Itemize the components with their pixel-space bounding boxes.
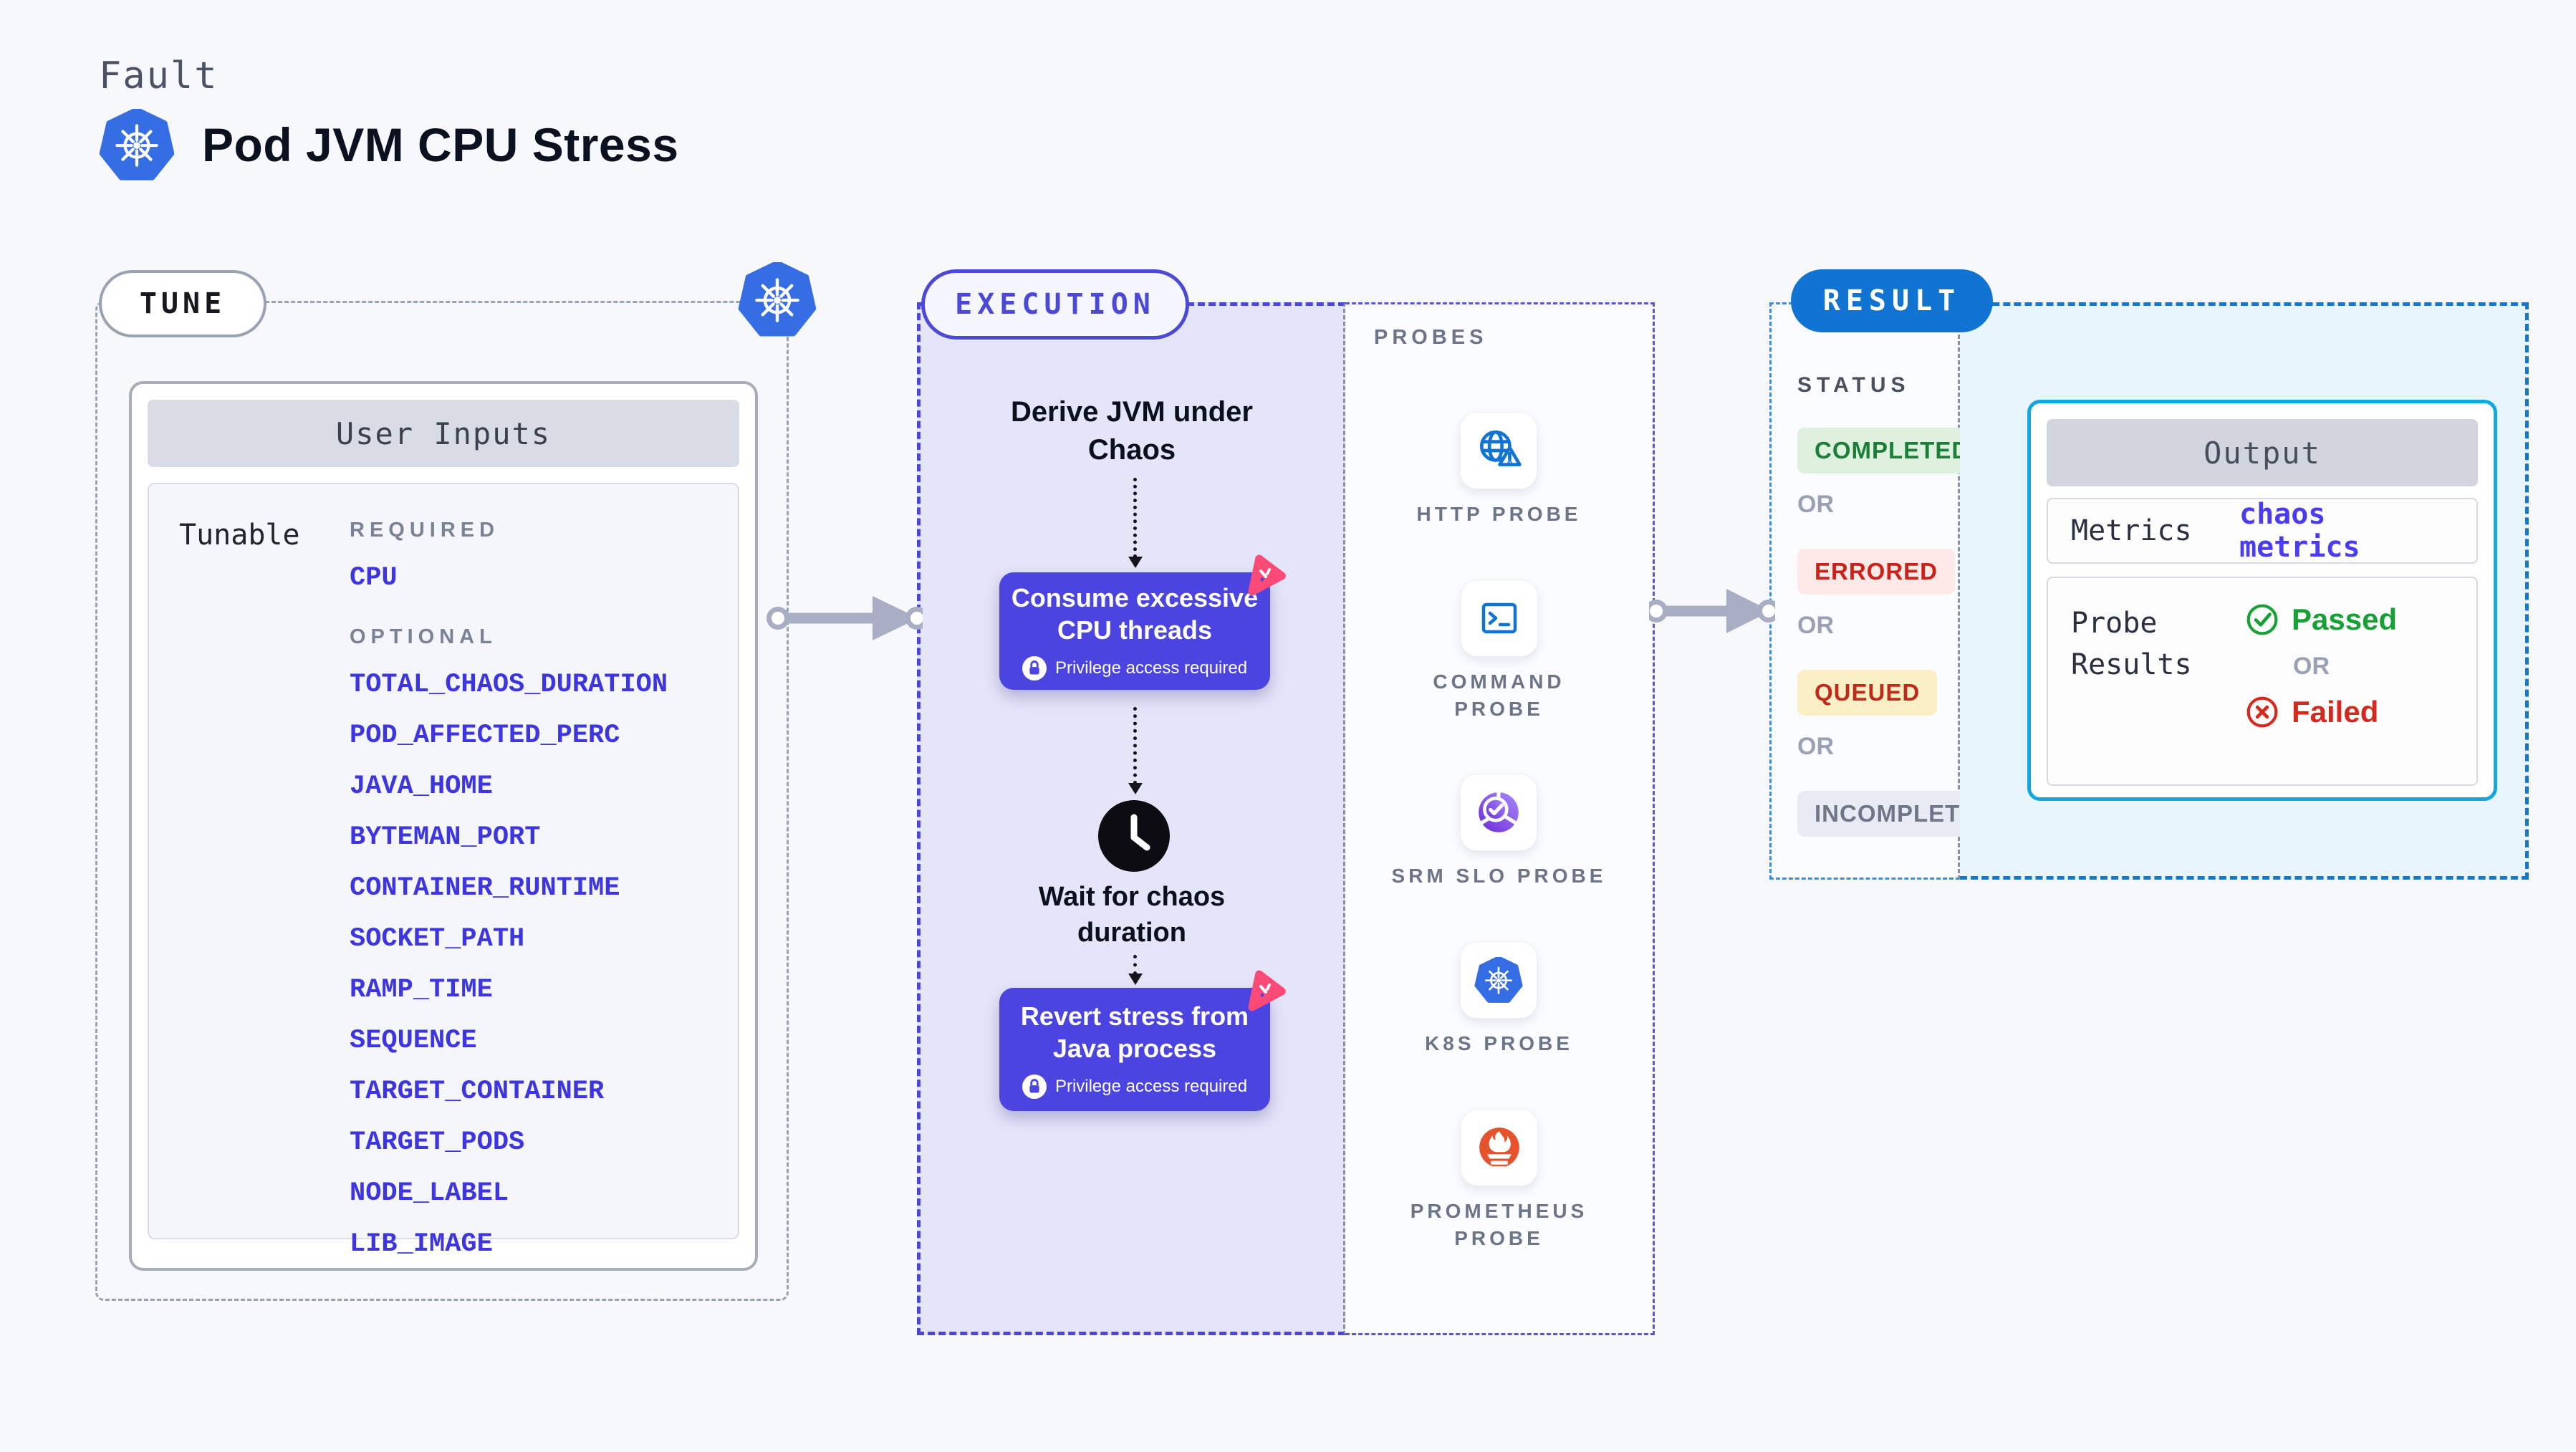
probe-name: K8S PROBE (1425, 1032, 1573, 1055)
probe-name: PROMETHEUS PROBE (1410, 1199, 1588, 1249)
probe-card (1460, 941, 1538, 1019)
input-variable: RAMP_TIME (350, 975, 493, 1005)
probe-failed-row: Failed (2246, 695, 2397, 729)
probe-passed-row: Passed (2246, 602, 2397, 637)
flow-arrow-down (1128, 478, 1143, 568)
probe-results-label: Probe Results (2071, 607, 2192, 681)
probe-item: PROMETHEUS PROBE (1392, 1108, 1607, 1252)
output-title: Output (2047, 419, 2478, 486)
metrics-value: chaos metrics (2239, 498, 2360, 564)
input-variable: TARGET_CONTAINER (350, 1077, 605, 1107)
input-variable: CONTAINER_RUNTIME (350, 873, 620, 903)
tune-pill: TUNE (99, 270, 266, 337)
execution-pill: EXECUTION (921, 269, 1189, 340)
tunable-label: Tunable (179, 519, 300, 552)
check-circle-icon (2246, 604, 2278, 635)
input-variable: LIB_IMAGE (350, 1229, 493, 1259)
step-wait-duration: Wait for chaos duration (1038, 882, 1226, 948)
probe-item: COMMAND PROBE (1392, 579, 1607, 723)
probe-card (1460, 579, 1538, 657)
page-title: Pod JVM CPU Stress (202, 118, 679, 171)
required-label: REQUIRED (350, 519, 500, 542)
privilege-note-label: Privilege access required (1054, 658, 1248, 678)
probes-label: PROBES (1374, 326, 1488, 349)
probe-item: SRM SLO PROBE (1392, 774, 1607, 890)
privilege-note-label: Privilege access required (1054, 1077, 1248, 1096)
or-label: OR (1797, 733, 1834, 760)
input-variable: SOCKET_PATH (350, 924, 525, 954)
metrics-label: Metrics (2071, 514, 2192, 547)
step-consume-cpu-node: Consume excessive CPU threads Privilege … (999, 554, 1286, 690)
passed-label: Passed (2292, 602, 2398, 636)
probe-results-row: Probe Results Passed OR Failed (2047, 577, 2478, 786)
srm-slo-probe-icon (1479, 792, 1519, 833)
prometheus-probe-icon (1479, 1128, 1519, 1170)
probe-name: HTTP PROBE (1416, 503, 1582, 525)
execution-section: Derive JVM under Chaos Consume excessive… (917, 302, 1345, 1335)
probe-results-values: Passed OR Failed (2246, 602, 2397, 729)
flow-arrow-down (1128, 707, 1143, 794)
probe-card (1460, 1108, 1538, 1186)
user-inputs-card: User Inputs Tunable REQUIRED CPU OPTIONA… (129, 381, 758, 1271)
command-probe-icon (1481, 602, 1517, 634)
step-revert-node: Revert stress from Java process Privileg… (999, 970, 1286, 1111)
status-badge-queued: QUEUED (1797, 670, 1938, 716)
http-probe-icon (1480, 430, 1522, 466)
input-variable: NODE_LABEL (350, 1178, 509, 1208)
flow-arrow-down (1128, 955, 1143, 985)
output-card: Output Metrics chaos metrics Probe Resul… (2027, 400, 2497, 801)
input-variable: BYTEMAN_PORT (350, 822, 541, 852)
input-variable: TOTAL_CHAOS_DURATION (350, 670, 668, 700)
chaos-icon (1248, 970, 1286, 1011)
step-derive-jvm: Derive JVM under Chaos (1011, 396, 1253, 466)
kubernetes-icon (738, 262, 817, 337)
clock-icon (1098, 800, 1170, 872)
status-label: STATUS (1797, 373, 1911, 397)
optional-label: OPTIONAL (350, 625, 497, 648)
input-variable: TARGET_PODS (350, 1128, 525, 1158)
probe-list: HTTP PROBE COMMAND PROBE (1345, 412, 1653, 1252)
status-badge-errored: ERRORED (1797, 549, 1956, 595)
result-status-panel: STATUS COMPLETED OR ERRORED OR QUEUED OR… (1769, 302, 2012, 880)
metrics-row: Metrics chaos metrics (2047, 498, 2478, 564)
privilege-note: Privilege access required (1022, 656, 1247, 681)
or-label: OR (1797, 612, 1834, 639)
probes-panel: PROBES HTTP PROBE (1345, 302, 1655, 1335)
or-label: OR (2293, 653, 2330, 680)
k8s-probe-icon (1474, 957, 1523, 1003)
user-inputs-title: User Inputs (148, 400, 739, 467)
probe-card (1460, 774, 1538, 852)
x-circle-icon (2246, 696, 2278, 728)
tune-section (95, 301, 789, 1301)
probe-item: HTTP PROBE (1417, 412, 1582, 528)
probe-item: K8S PROBE (1425, 941, 1573, 1057)
input-variables: REQUIRED CPU OPTIONAL TOTAL_CHAOS_DURATI… (350, 519, 668, 1259)
fault-kicker: Fault (99, 54, 218, 97)
chaos-icon (1248, 554, 1286, 596)
input-variable: CPU (350, 563, 398, 593)
result-pill: RESULT (1791, 269, 1993, 332)
step-consume-label: Consume excessive CPU threads (1011, 583, 1259, 645)
step-revert-label: Revert stress from Java process (1020, 1001, 1249, 1063)
input-variable: POD_AFFECTED_PERC (350, 721, 620, 751)
input-variable: SEQUENCE (350, 1026, 477, 1056)
tune-to-execution-arrow (766, 596, 923, 640)
user-inputs-list: Tunable REQUIRED CPU OPTIONAL TOTAL_CHAO… (148, 483, 739, 1259)
privilege-note: Privilege access required (1022, 1074, 1247, 1099)
execution-to-result-arrow (1649, 589, 1775, 633)
probe-name: COMMAND PROBE (1433, 670, 1565, 720)
or-label: OR (1797, 491, 1834, 518)
kubernetes-icon (99, 109, 175, 181)
probe-name: SRM SLO PROBE (1391, 865, 1607, 888)
lock-icon (1022, 656, 1047, 681)
input-variable: JAVA_HOME (350, 771, 493, 802)
failed-label: Failed (2292, 695, 2379, 729)
lock-icon (1022, 1074, 1047, 1099)
status-badge-completed: COMPLETED (1797, 428, 1987, 473)
page-header: Pod JVM CPU Stress (99, 109, 679, 181)
probe-card (1460, 412, 1538, 489)
